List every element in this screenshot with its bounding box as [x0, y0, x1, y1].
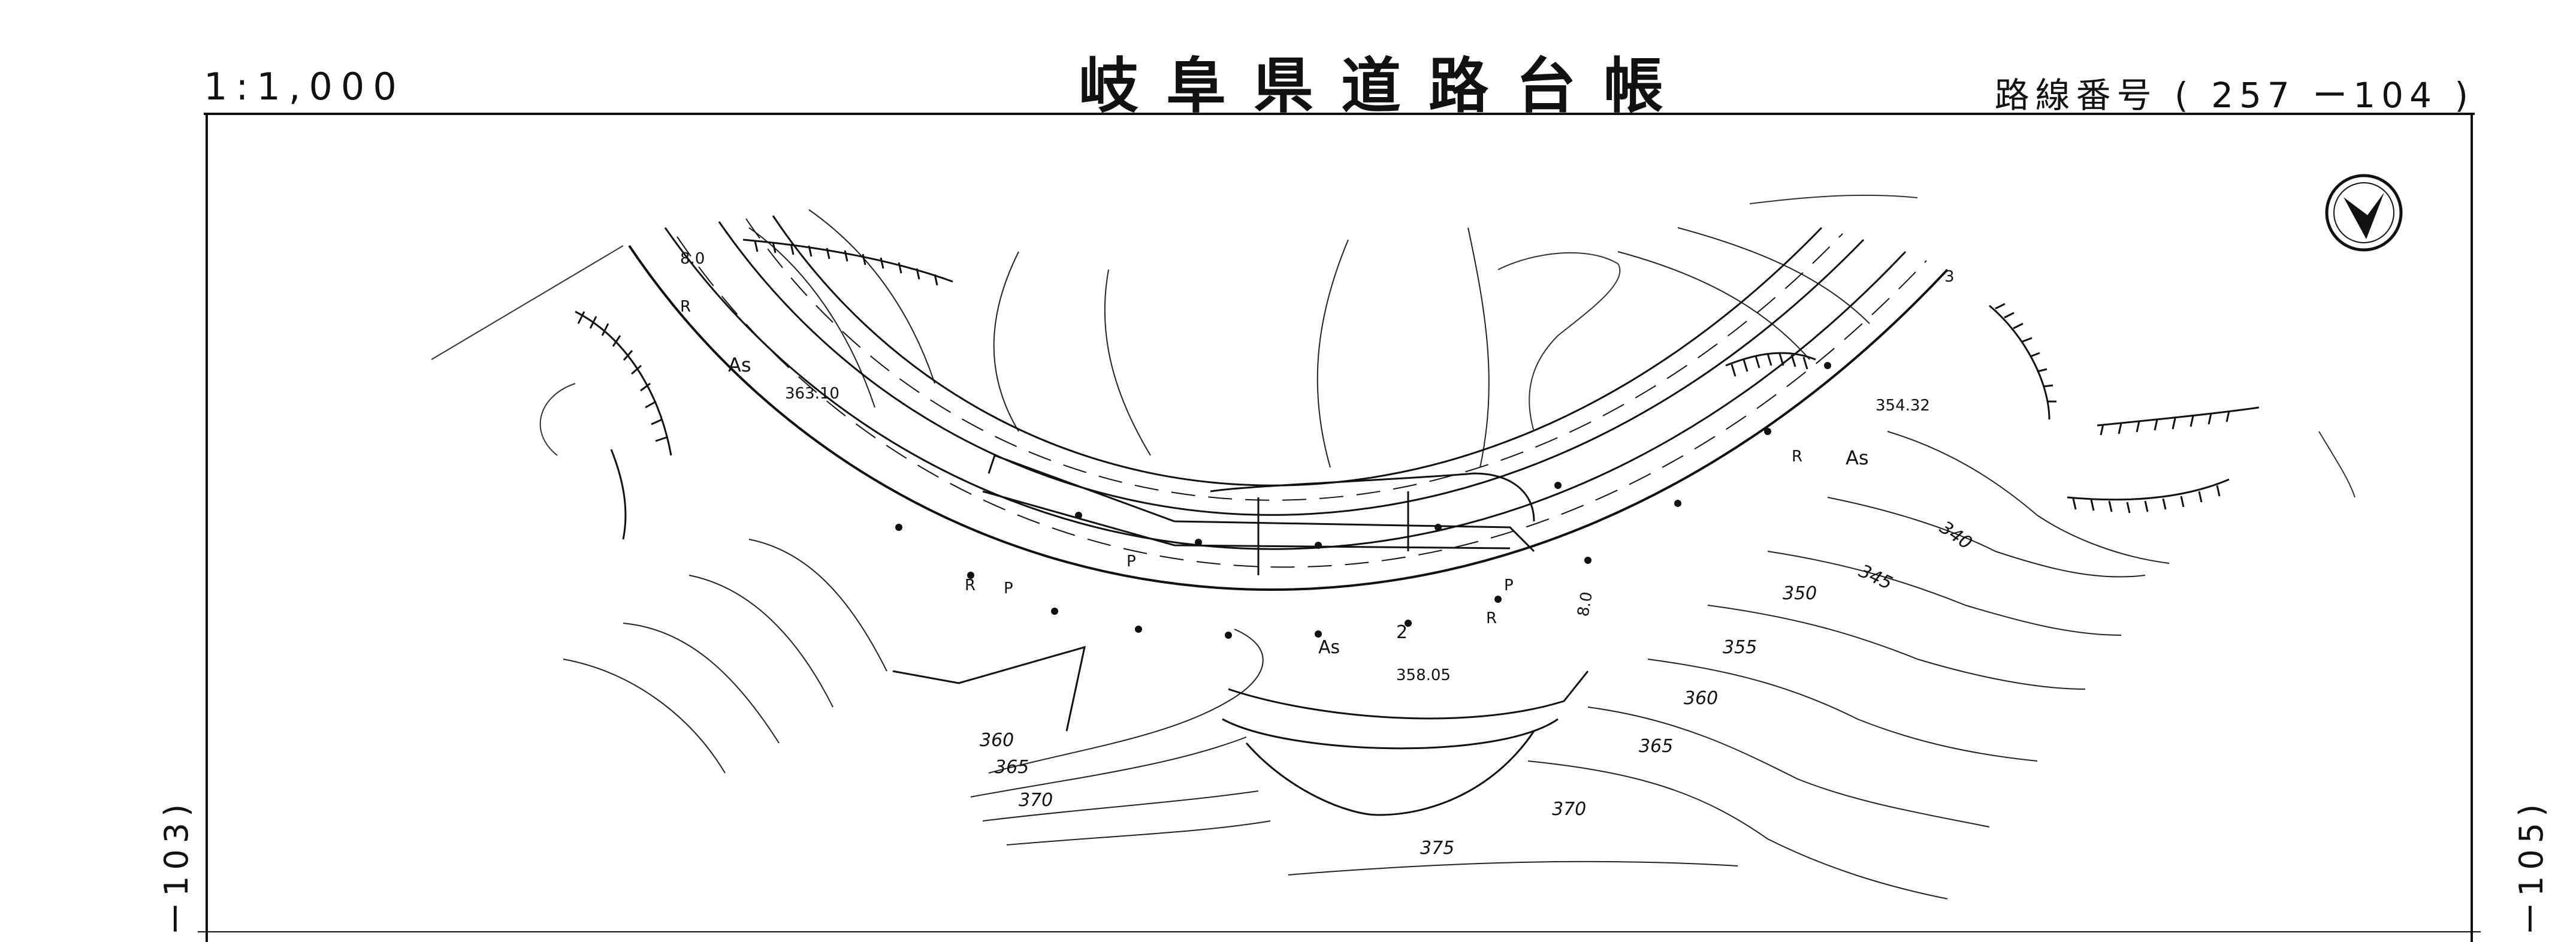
- route-number-value: ( 257 ー104 ): [2175, 75, 2474, 116]
- map-frame: [198, 113, 2481, 942]
- retaining-structure: [982, 454, 1535, 575]
- road-alignment: [628, 215, 1949, 591]
- contour-label: 340: [1935, 517, 1976, 554]
- map-labels: As As As 2 8.0 8.0 363.10 354.32 358.05 …: [680, 250, 1976, 859]
- spot-elevation: 363.10: [785, 385, 839, 403]
- contour-label: 365: [1639, 736, 1673, 757]
- contour-label: 345: [1856, 561, 1896, 594]
- contour-label: 355: [1723, 637, 1757, 658]
- boundary-lines: [431, 194, 2355, 498]
- road-markers: [895, 362, 1831, 639]
- pavement-label: As: [1318, 637, 1340, 658]
- contour-lines: [563, 209, 2170, 899]
- map-mark: R: [1486, 609, 1497, 627]
- contour-label: 375: [1420, 838, 1454, 859]
- map-mark: P: [1004, 579, 1013, 597]
- spot-elevation: 358.05: [1396, 666, 1451, 684]
- cliff-hatching: [575, 238, 2260, 540]
- embankment: [892, 645, 1589, 816]
- map-mark: R: [680, 298, 691, 316]
- contour-label: 365: [995, 757, 1029, 778]
- map-mark: R: [1792, 448, 1802, 466]
- route-number-label: 路線番号: [1994, 75, 2158, 116]
- road-width: 8.0: [680, 250, 705, 268]
- pavement-label: As: [1846, 446, 1869, 469]
- pavement-label: As: [728, 354, 751, 376]
- map-mark: 3: [1944, 268, 1955, 286]
- contour-label: 370: [1552, 799, 1586, 820]
- road-width: 8.0: [1574, 590, 1596, 618]
- north-arrow-icon: [2325, 174, 2403, 252]
- contour-label: 350: [1783, 583, 1817, 604]
- map-title: 岐阜県道路台帳: [1079, 51, 1691, 121]
- map-mark: P: [1504, 576, 1514, 594]
- route-number: 路線番号 ( 257 ー104 ): [1995, 67, 2474, 117]
- scale-label: 1:1,000: [204, 65, 405, 108]
- map-mark: R: [965, 576, 976, 594]
- contour-label: 360: [1684, 688, 1718, 709]
- contour-label: 370: [1019, 790, 1053, 811]
- spot-elevation: 354.32: [1876, 397, 1930, 415]
- contour-label: 360: [980, 730, 1014, 751]
- lane-count: 2: [1396, 622, 1408, 643]
- map-mark: P: [1127, 552, 1136, 570]
